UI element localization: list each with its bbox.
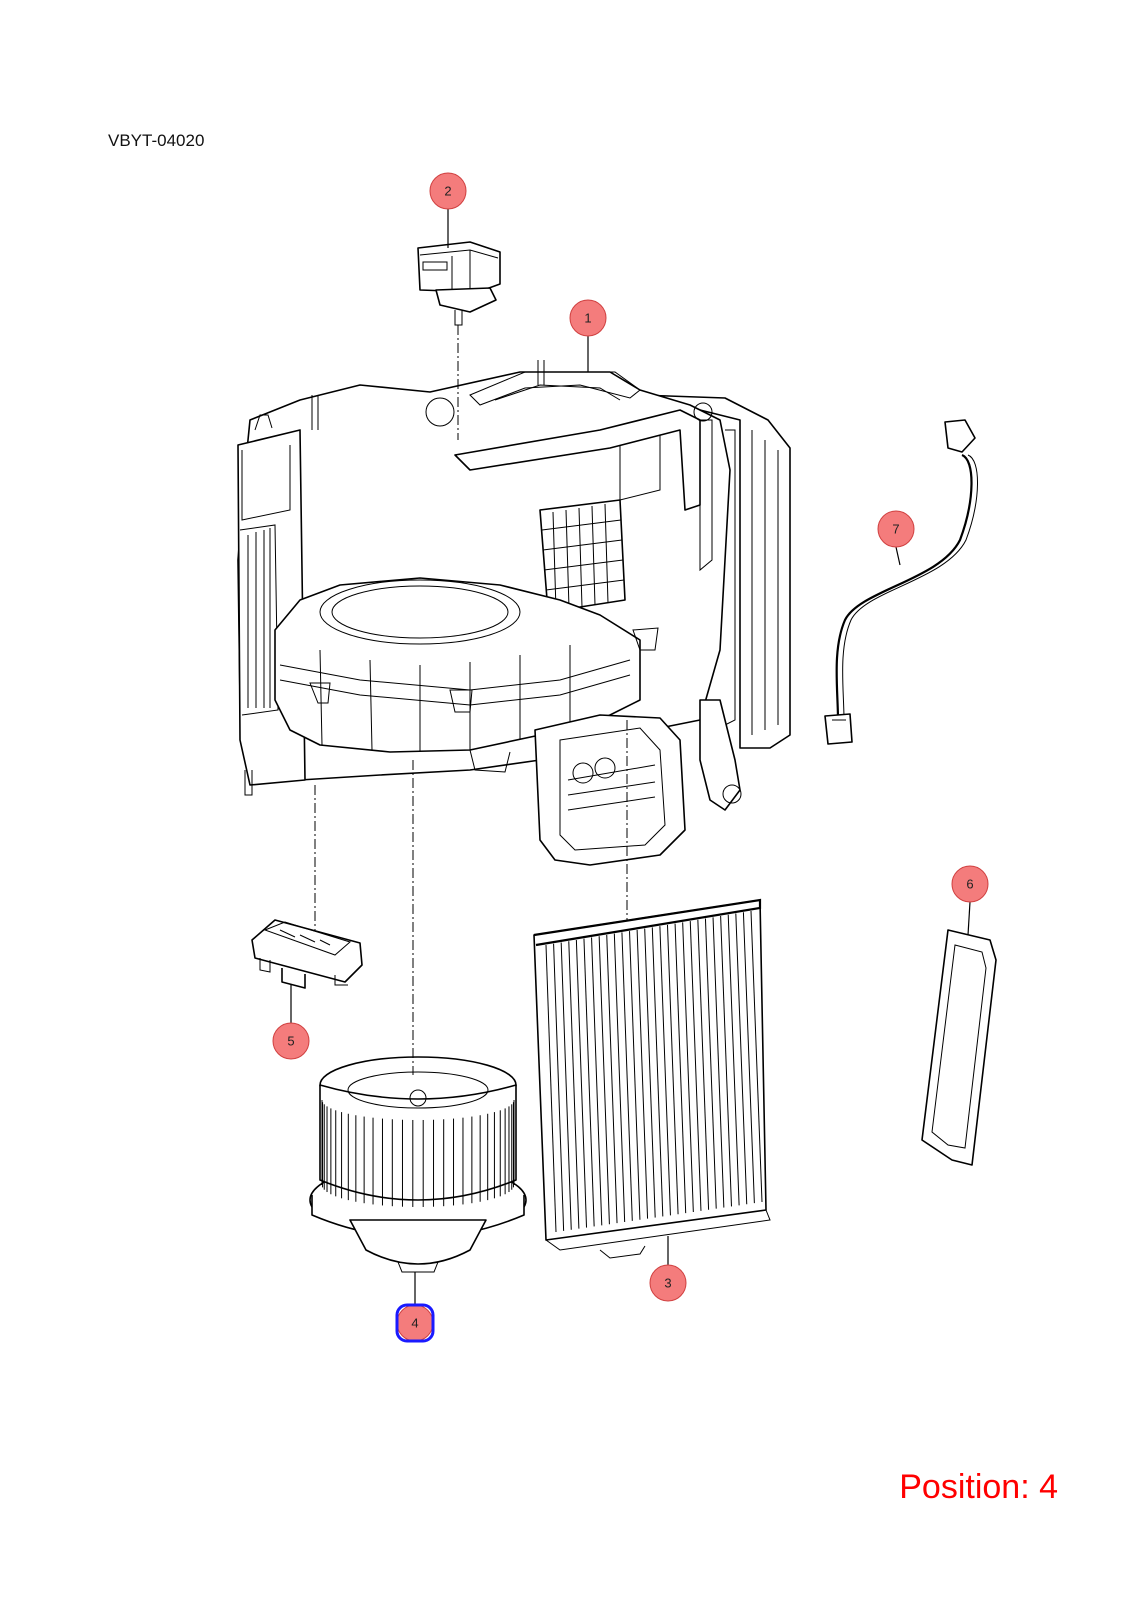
filter-pleat bbox=[606, 934, 618, 1224]
part-7-wiring-harness[interactable] bbox=[824, 419, 978, 745]
filter-pleat bbox=[613, 933, 626, 1223]
filter-pleat bbox=[545, 944, 557, 1233]
filter-pleat bbox=[727, 914, 740, 1206]
filter-pleat bbox=[636, 929, 649, 1219]
filter-pleat bbox=[666, 924, 679, 1215]
filter-pleat bbox=[575, 939, 588, 1228]
assembly-lines bbox=[314, 325, 628, 1075]
svg-text:5: 5 bbox=[287, 1034, 294, 1049]
position-label: Position: 4 bbox=[899, 1468, 1058, 1506]
part-5-resistor[interactable] bbox=[251, 919, 363, 989]
callout-4[interactable]: 4 bbox=[395, 1303, 435, 1343]
svg-text:6: 6 bbox=[966, 877, 973, 892]
callout-3[interactable]: 3 bbox=[649, 1264, 687, 1302]
svg-text:7: 7 bbox=[892, 522, 899, 537]
svg-text:2: 2 bbox=[444, 184, 451, 199]
filter-pleat bbox=[553, 943, 565, 1231]
part-4-blower-motor[interactable] bbox=[309, 1056, 527, 1273]
filter-pleat bbox=[560, 942, 572, 1230]
callout-5[interactable]: 5 bbox=[272, 1022, 310, 1060]
filter-pleat bbox=[750, 910, 763, 1203]
callout-7[interactable]: 7 bbox=[877, 510, 915, 548]
diagram-code: VBYT-04020 bbox=[108, 131, 205, 150]
filter-pleat bbox=[591, 937, 603, 1226]
svg-text:3: 3 bbox=[664, 1276, 671, 1291]
filter-pleat bbox=[583, 938, 595, 1227]
part-6-seal-gasket[interactable] bbox=[921, 929, 997, 1166]
filter-pleat bbox=[742, 912, 755, 1204]
filter-pleat bbox=[689, 921, 702, 1211]
callout-2[interactable]: 2 bbox=[429, 172, 467, 210]
filter-pleat bbox=[720, 916, 732, 1207]
svg-text:1: 1 bbox=[584, 311, 591, 326]
leader-lines bbox=[290, 209, 971, 1305]
callout-6[interactable]: 6 bbox=[951, 865, 989, 903]
filter-pleat bbox=[568, 941, 580, 1229]
part-2-actuator[interactable] bbox=[417, 241, 501, 326]
callout-1[interactable]: 1 bbox=[569, 299, 607, 337]
filter-pleat bbox=[598, 936, 610, 1225]
filter-pleat bbox=[712, 917, 725, 1208]
filter-pleat bbox=[659, 926, 671, 1216]
filter-pleat bbox=[735, 913, 748, 1205]
svg-text:4: 4 bbox=[411, 1316, 418, 1331]
filter-pleat bbox=[621, 932, 633, 1221]
filter-pleat bbox=[704, 918, 717, 1209]
filter-pleat bbox=[644, 928, 656, 1218]
part-1-housing[interactable] bbox=[237, 360, 791, 866]
filter-pleat bbox=[697, 919, 710, 1210]
filter-pleat bbox=[629, 931, 641, 1220]
part-3-cabin-filter[interactable] bbox=[533, 898, 771, 1259]
filter-pleat bbox=[682, 922, 694, 1213]
selected-highlight bbox=[395, 1303, 435, 1343]
filter-pleat bbox=[674, 923, 687, 1214]
filter-pleat bbox=[651, 927, 664, 1217]
